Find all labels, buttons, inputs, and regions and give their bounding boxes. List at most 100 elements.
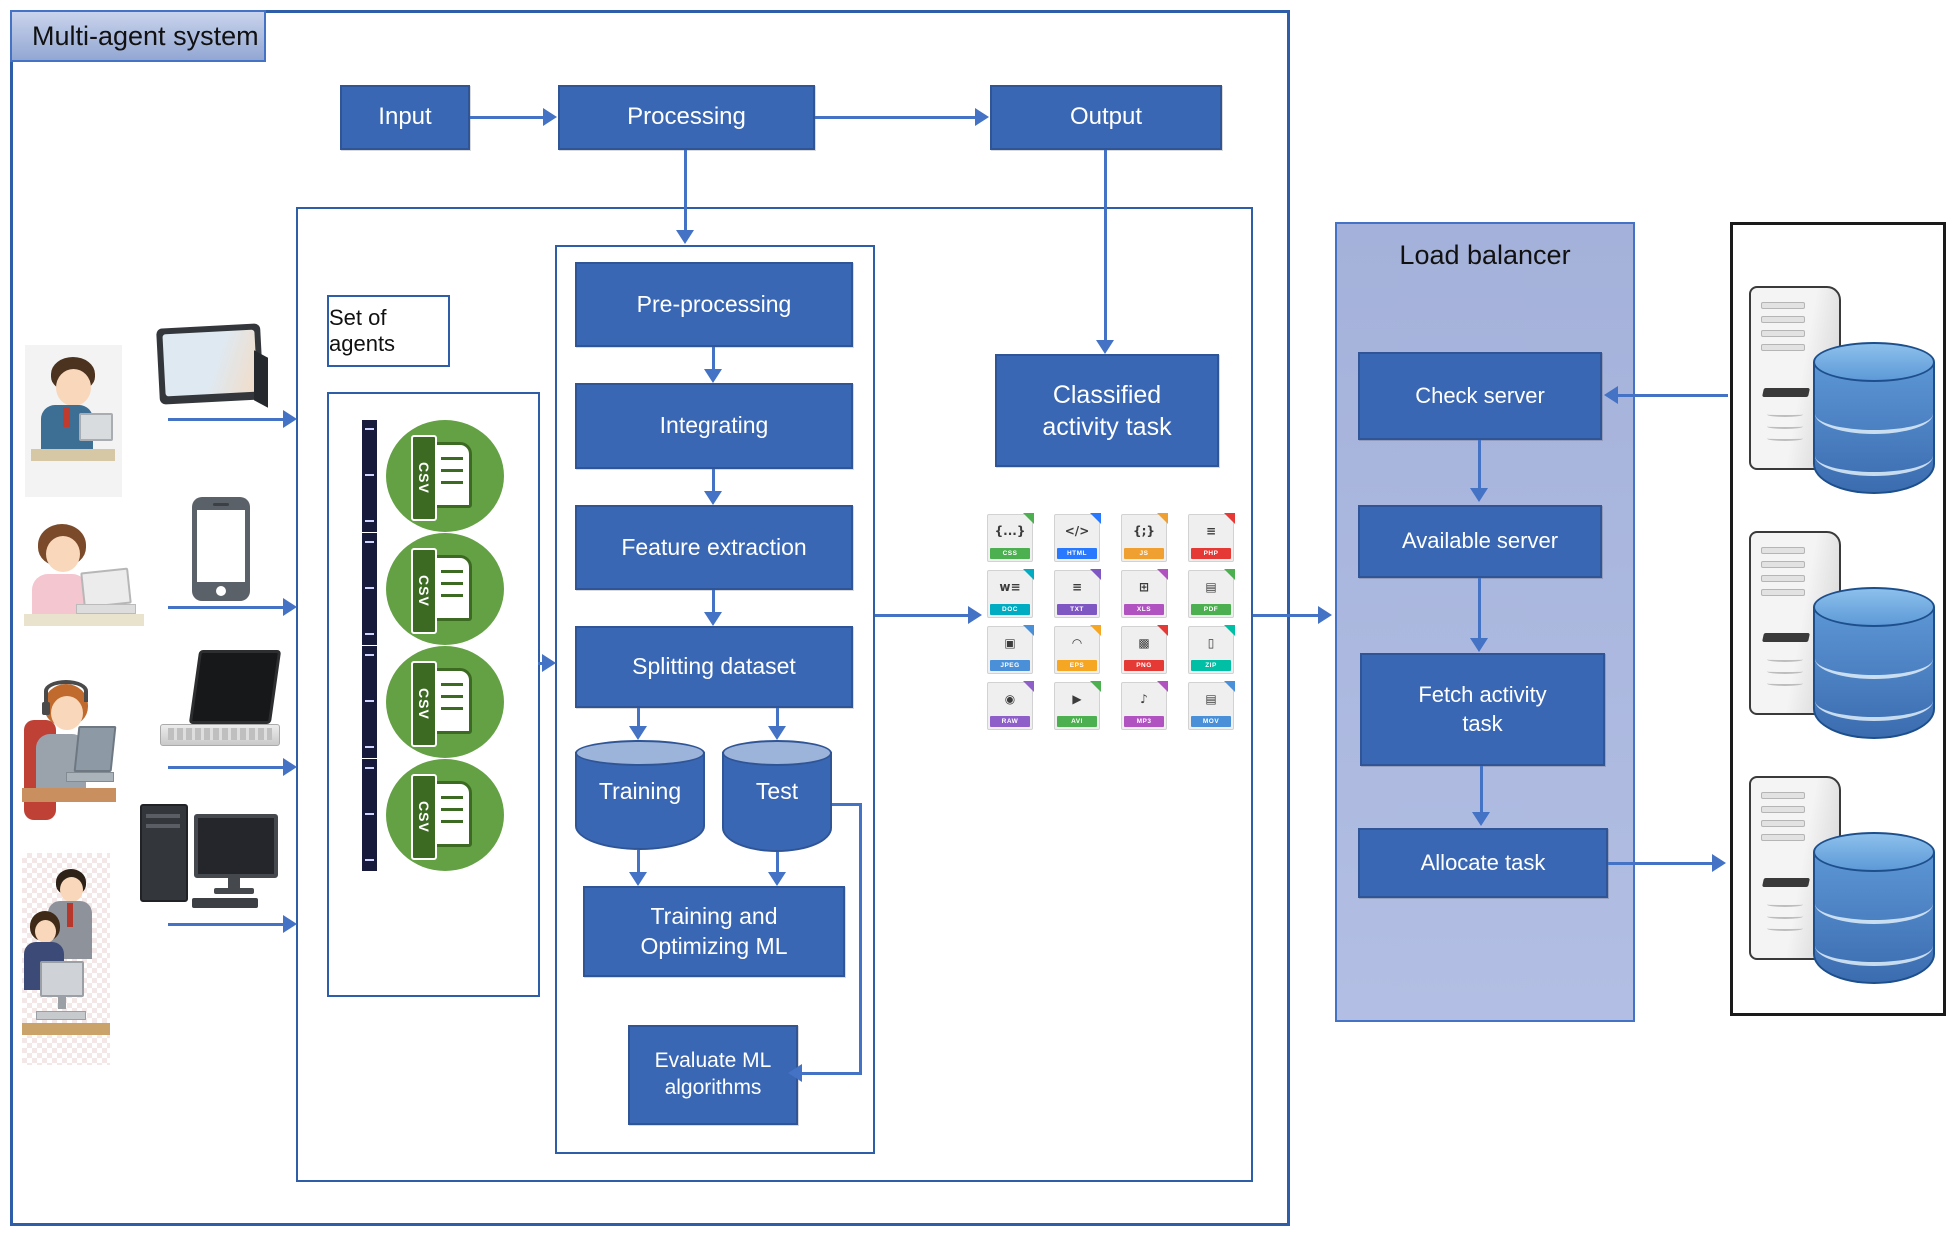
smartphone-home-button: [216, 586, 226, 596]
corner-fold-icon: [1023, 513, 1034, 524]
arrowhead: [1472, 812, 1490, 826]
person-4-monitor: [40, 961, 84, 997]
desktop-tower: [140, 804, 188, 902]
person-3-laptop-base: [66, 772, 114, 782]
evaluate-ml-line1: Evaluate ML: [654, 1049, 772, 1073]
fetch-activity-task-box: Fetch activity task: [1360, 653, 1605, 766]
set-of-agents-label-box: Set of agents: [327, 295, 450, 367]
arrow-user1-to-system: [168, 418, 283, 421]
csv-agent-3: CSV: [329, 646, 538, 760]
training-optimizing-line2: Optimizing ML: [640, 932, 788, 959]
person-4-keyboard: [36, 1011, 86, 1020]
arrow-agents-to-pipeline: [538, 662, 544, 665]
corner-fold-icon: [1157, 681, 1168, 692]
arrow-splitting-to-training: [637, 708, 640, 728]
processing-box: Processing: [558, 85, 815, 150]
laptop-screen: [188, 650, 282, 724]
arrowhead: [704, 491, 722, 505]
file-icon-label: PNG: [1124, 660, 1164, 671]
csv-agent-4: CSV: [329, 759, 538, 873]
integrating-label: Integrating: [659, 412, 769, 439]
arrow-system-to-loadbalancer: [1253, 614, 1318, 617]
person-1-desk: [31, 449, 115, 461]
output-box: Output: [990, 85, 1222, 150]
evaluate-ml-line2: algorithms: [664, 1076, 762, 1099]
corner-fold-icon: [1023, 569, 1034, 580]
csv-document-icon: CSV: [411, 774, 472, 860]
arrowhead: [768, 872, 786, 886]
pre-processing-box: Pre-processing: [575, 262, 853, 347]
line-test-feedback-v: [859, 803, 862, 1075]
person-3-laptop-screen: [73, 726, 117, 772]
agent-data-strip: [362, 646, 377, 758]
file-icon-label: MP3: [1124, 716, 1164, 727]
file-icon-txt: ≡TXT: [1054, 569, 1101, 618]
csv-label: CSV: [416, 575, 432, 607]
file-icon-label: JS: [1124, 548, 1164, 559]
arrow-training-to-optimize: [637, 850, 640, 874]
fetch-activity-task-line2: task: [1462, 710, 1503, 736]
allocate-task-label: Allocate task: [1420, 849, 1546, 875]
person-3-headset-band: [44, 680, 88, 702]
available-server-label: Available server: [1401, 528, 1559, 554]
arrow-processing-to-output: [815, 116, 975, 119]
arrowhead: [1470, 488, 1488, 502]
csv-label: CSV: [416, 462, 432, 494]
servers-panel: [1730, 222, 1946, 1016]
csv-agent-icon: CSV: [386, 533, 504, 645]
server-database-icon-2: [1741, 525, 1941, 750]
laptop-keyboard: [168, 728, 272, 740]
input-label: Input: [378, 103, 432, 131]
file-icon-pdf: ▤PDF: [1188, 569, 1235, 618]
file-icon-label: PDF: [1191, 604, 1231, 615]
set-of-agents-label: Set of agents: [329, 305, 396, 356]
training-optimizing-line1: Training and: [650, 903, 778, 930]
arrow-feature-to-splitting: [712, 590, 715, 614]
line-test-feedback-h2: [802, 1072, 862, 1075]
smartphone-screen: [197, 510, 245, 582]
corner-fold-icon: [1157, 625, 1168, 636]
load-balancer-title: Load balancer: [1399, 240, 1571, 270]
check-server-label: Check server: [1415, 382, 1545, 408]
check-server-box: Check server: [1358, 352, 1602, 440]
file-icon-zip: ▯ZIP: [1188, 625, 1235, 674]
arrowhead: [788, 1064, 802, 1082]
desktop-tower-slot-2: [146, 824, 180, 828]
corner-fold-icon: [1090, 625, 1101, 636]
file-icon-raw: ◉RAW: [987, 681, 1034, 730]
pre-processing-label: Pre-processing: [636, 290, 792, 317]
arrow-servers-to-check: [1618, 394, 1728, 397]
agent-data-strip: [362, 759, 377, 871]
arrow-fetch-to-allocate: [1480, 766, 1483, 814]
person-4-man-head: [60, 877, 83, 902]
multi-agent-system-title: Multi-agent system: [10, 10, 266, 62]
corner-fold-icon: [1224, 569, 1235, 580]
person-1-man-at-laptop: [25, 345, 122, 497]
database-cylinder-icon: [1813, 587, 1935, 739]
person-4-desk: [22, 1023, 110, 1035]
file-icon-label: JPEG: [990, 660, 1030, 671]
person-2-head: [46, 536, 80, 572]
desktop-monitor-base: [214, 888, 254, 894]
classified-line1: Classified: [1052, 380, 1162, 409]
line-test-feedback-h1: [832, 803, 862, 806]
test-label: Test: [755, 778, 799, 804]
file-icon-label: ZIP: [1191, 660, 1231, 671]
file-icon-mp3: ♪MP3: [1121, 681, 1168, 730]
arrow-output-to-classified: [1104, 150, 1107, 340]
file-icon-label: PHP: [1191, 548, 1231, 559]
file-icon-label: CSS: [990, 548, 1030, 559]
corner-fold-icon: [1157, 513, 1168, 524]
person-2-woman-at-laptop: [22, 518, 152, 660]
fetch-activity-task-line1: Fetch activity: [1418, 682, 1547, 708]
file-icon-avi: ▶AVI: [1054, 681, 1101, 730]
splitting-dataset-box: Splitting dataset: [575, 626, 853, 708]
arrowhead: [629, 726, 647, 740]
desktop-monitor: [194, 814, 278, 878]
smartphone-icon: [192, 497, 250, 601]
output-label: Output: [1069, 103, 1143, 131]
file-icon-label: EPS: [1057, 660, 1097, 671]
arrowhead: [283, 598, 297, 616]
tablet-screen: [162, 329, 258, 397]
